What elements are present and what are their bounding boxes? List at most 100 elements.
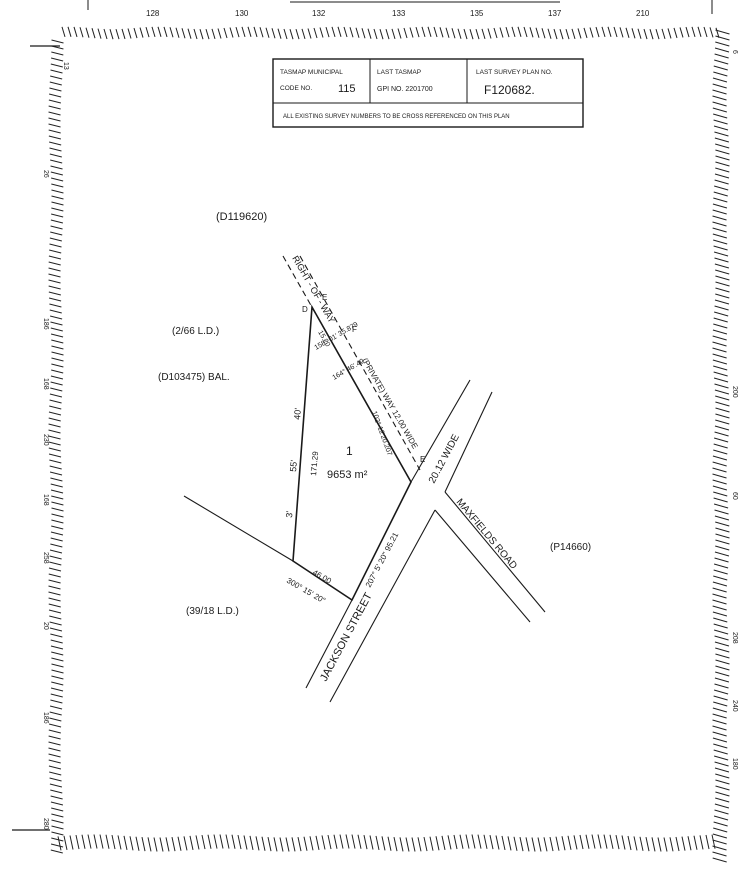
border-hatch-mark [97,28,102,39]
border-hatch-mark [243,835,248,850]
border-hatch-mark [193,28,198,40]
border-hatch-mark [147,837,152,852]
border-hatch-mark [712,77,728,83]
border-hatch-mark [561,836,566,851]
svg-text:186: 186 [42,712,49,724]
border-hatch-mark [469,29,474,40]
lot-number: 1 [346,444,353,458]
border-hatch-mark [51,501,64,506]
border-hatch-mark [713,251,729,257]
border-hatch-mark [535,27,540,38]
border-hatch-mark [714,59,729,65]
border-hatch-mark [50,321,63,326]
last-tasmap-label: LAST TASMAP [377,69,421,76]
border-hatch-mark [291,837,296,852]
border-hatch-mark [713,119,728,125]
border-hatch-mark [51,525,64,530]
ref-west: (D103475) BAL. [158,372,230,383]
border-hatch-mark [265,27,270,38]
border-hatch-mark [657,837,662,852]
border-hatch-mark [151,26,156,38]
border-hatch-mark [699,835,704,850]
border-hatch-mark [712,467,727,473]
border-hatch-mark [627,835,632,851]
border-hatch-mark [253,26,258,38]
border-hatch-mark [633,836,638,851]
border-hatch-mark [714,311,729,317]
border-hatch-mark [187,28,192,39]
border-hatch-mark [714,299,730,305]
right-of-way-detail: (PRIVATE) WAY 12.00 WIDE [360,357,419,451]
border-hatch-mark [499,27,504,38]
border-hatch-mark [715,269,730,275]
dim-west-b: 55' [288,459,299,472]
border-hatch-mark [205,29,210,40]
border-hatch-mark [712,461,727,467]
border-hatch-mark [367,28,372,39]
border-hatch-mark [48,747,61,752]
border-hatch-mark [93,834,98,849]
border-hatch-mark [585,834,590,849]
border-hatch-mark [49,471,63,476]
border-hatch-mark [351,834,356,849]
border-hatch-mark [712,101,727,107]
border-hatch-mark [713,239,728,245]
maxfields-road-edge [434,509,531,623]
border-hatch-mark [48,261,61,266]
border-hatch-mark [48,111,61,116]
border-hatch-mark [211,28,216,40]
border-hatch-mark [714,509,729,515]
border-hatch-mark [201,834,206,850]
border-hatch-mark [577,28,582,39]
border-hatch-mark [712,329,728,335]
border-hatch-mark [713,629,729,635]
border-hatch-mark [50,177,64,182]
border-hatch-mark [714,47,730,53]
border-hatch-mark [714,755,729,761]
border-hatch-mark [712,605,727,611]
border-hatch-mark [712,737,728,743]
border-hatch-mark [645,837,650,852]
point-e: E [322,293,327,302]
border-hatch-mark [712,479,727,485]
border-hatch-mark [489,835,494,850]
border-hatch-mark [49,705,63,710]
border-hatch-mark [397,28,402,39]
border-hatch-mark [51,189,64,194]
border-hatch-mark [715,143,730,149]
border-hatch-mark [229,27,234,38]
border-hatch-mark [48,135,62,140]
border-hatch-mark [715,401,730,407]
border-hatch-mark [48,105,61,110]
border-hatch-mark [49,315,63,320]
border-hatch-mark [50,477,63,482]
border-hatch-mark [48,447,61,452]
border-hatch-mark [447,835,452,850]
border-hatch-mark [121,28,126,40]
border-hatch-mark [48,609,62,614]
border-hatch-mark [307,28,312,39]
border-hatch-mark [712,107,727,113]
svg-text:258: 258 [42,552,49,564]
border-hatch-mark [714,257,729,263]
border-hatch-mark [49,621,62,626]
border-hatch-mark [559,29,564,40]
border-hatch-mark [51,51,64,56]
border-hatch-mark [714,53,729,59]
jackson-street-edge [305,599,353,689]
border-hatch-mark [573,835,578,850]
border-hatch-mark [625,27,630,38]
border-hatch-mark [712,335,727,341]
border-hatch-mark [714,803,730,809]
border-hatch-mark [50,69,63,74]
svg-text:280: 280 [42,818,49,830]
border-hatch-mark [207,834,212,849]
svg-text:20: 20 [42,622,49,630]
border-hatch-mark [183,836,188,851]
border-hatch-mark [381,836,386,851]
border-hatch-mark [51,831,64,836]
border-hatch-mark [249,835,254,851]
maxfields-road-edge [444,491,546,613]
border-hatch-mark [715,545,730,551]
